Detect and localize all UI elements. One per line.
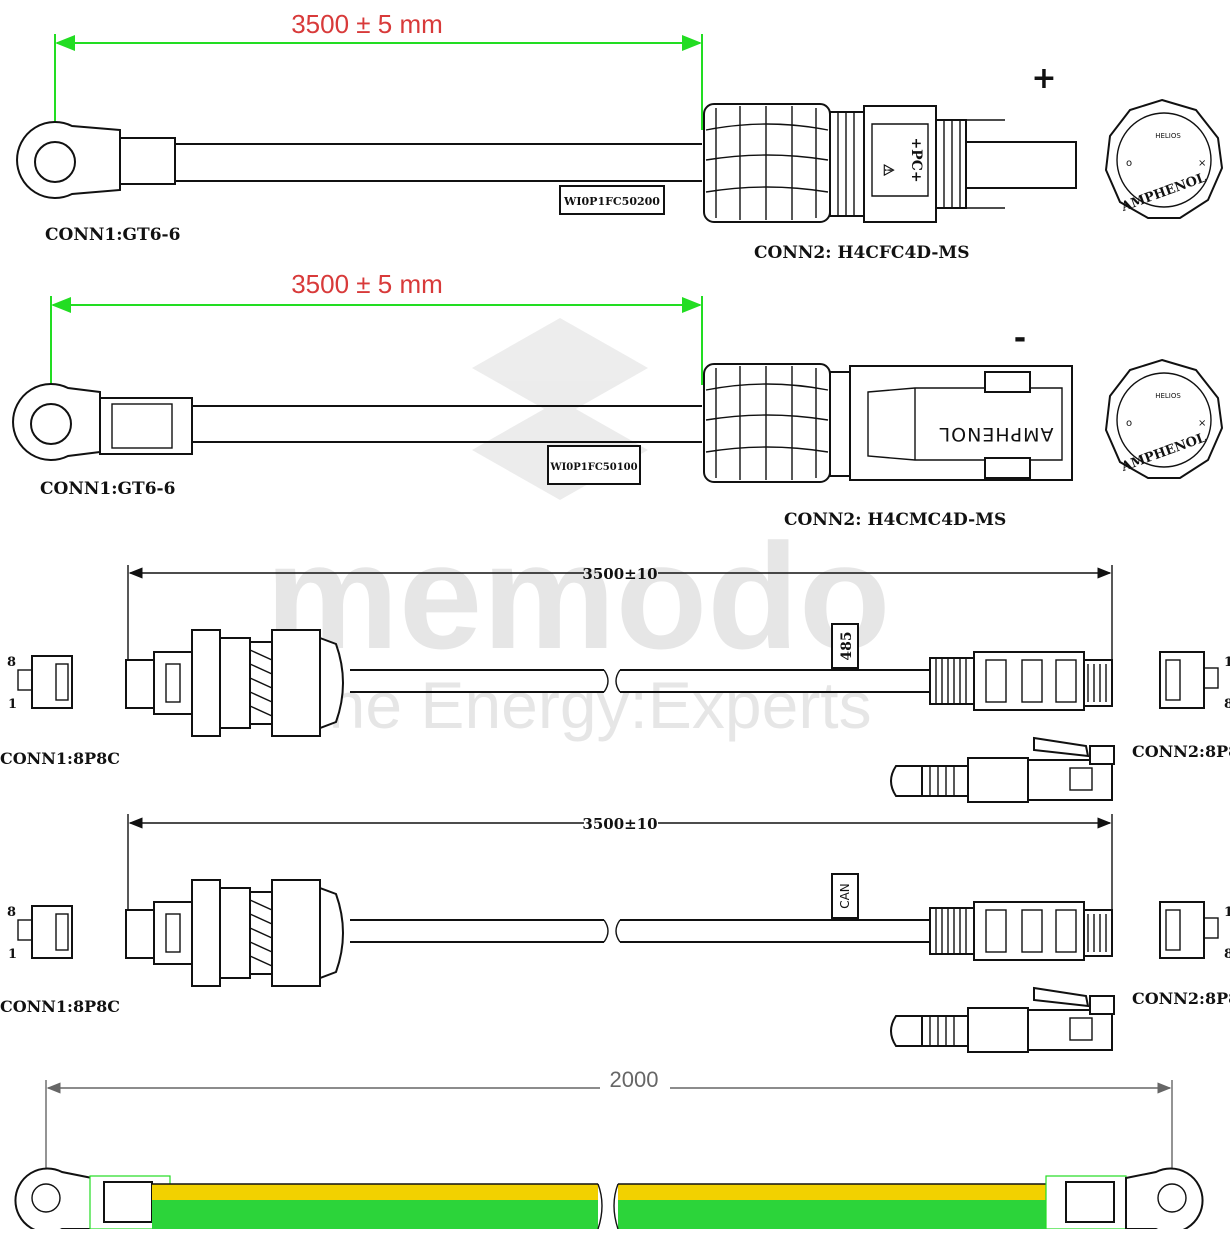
svg-text:485: 485 xyxy=(839,631,855,660)
rj45-bulkhead-connector xyxy=(125,879,344,987)
svg-text:⚠: ⚠ xyxy=(880,164,896,177)
conn2-label: CONN2:8P8C xyxy=(1132,989,1230,1008)
polarity-plus: + xyxy=(1031,61,1056,96)
rj45-plug-side-view xyxy=(890,986,1115,1053)
ring-terminal-left xyxy=(14,1167,171,1233)
svg-text:WI0P1FC50100: WI0P1FC50100 xyxy=(549,462,637,473)
dimension-label: 2000 xyxy=(610,1067,659,1092)
conn2-label: CONN2: H4CMC4D-MS xyxy=(784,510,1006,530)
svg-text:1: 1 xyxy=(1224,905,1230,920)
ring-terminal-right xyxy=(1045,1167,1204,1233)
conn2-label: CONN2:8P8C xyxy=(1132,742,1230,761)
svg-text:8: 8 xyxy=(1224,947,1230,962)
svg-text:8: 8 xyxy=(7,655,16,670)
dimension-label: 3500 ± 5 mm xyxy=(291,9,443,39)
cable-break xyxy=(603,669,621,693)
svg-text:HELIOS: HELIOS xyxy=(1155,132,1181,140)
conn2-label: CONN2: H4CFC4D-MS xyxy=(754,243,970,263)
rj45-bulkhead-connector xyxy=(125,629,344,737)
polarity-minus: - xyxy=(1014,321,1026,356)
cable-5-earth: 2000 xyxy=(14,1067,1204,1233)
watermark-tagline: The Energy:Experts xyxy=(288,668,871,742)
conn1-label: CONN1:8P8C xyxy=(0,749,120,768)
svg-text:HELIOS: HELIOS xyxy=(1155,392,1181,400)
cable-tag: 485 xyxy=(831,623,859,669)
cable-1-positive: 3500 ± 5 mm + WI0P1FC50200 xyxy=(16,9,1224,263)
rj45-pinout-right: 1 8 xyxy=(1159,901,1230,962)
earth-wire xyxy=(152,1183,1046,1230)
cable-break xyxy=(603,919,621,943)
svg-text:1: 1 xyxy=(8,947,17,962)
dust-cap-end-view: HELIOS AMPHENOL o × xyxy=(1104,358,1224,479)
svg-text:1: 1 xyxy=(8,697,17,712)
cable-break xyxy=(597,1183,619,1230)
svg-text:1: 1 xyxy=(1224,655,1230,670)
svg-text:8: 8 xyxy=(7,905,16,920)
dimension-label: 3500±10 xyxy=(582,565,657,583)
rj45-pinout-right: 1 8 xyxy=(1159,651,1230,712)
cable-2-negative: 3500 ± 5 mm - WI0P1FC50100 xyxy=(12,269,1224,530)
dust-cap-end-view: HELIOS AMPHENOL o × xyxy=(1104,98,1224,219)
cable-3-rs485: 3500±10 8 1 CONN1:8P8C 48 xyxy=(0,565,1230,803)
svg-text:×: × xyxy=(1198,418,1206,429)
ring-terminal xyxy=(16,121,176,199)
cable-tag: WI0P1FC50100 xyxy=(547,445,641,485)
conn1-label: CONN1:GT6-6 xyxy=(45,225,180,245)
svg-text:o: o xyxy=(1126,418,1132,429)
cable-4-can: 3500±10 8 1 CONN1:8P8C CAN xyxy=(0,814,1230,1053)
watermark: memodo The Energy:Experts xyxy=(265,318,891,742)
mc4-female-connector: +PC+ ⚠ xyxy=(703,103,1077,223)
svg-text:8: 8 xyxy=(1224,697,1230,712)
rj45-plug-right xyxy=(929,651,1113,711)
rj45-pinout-left: 8 1 xyxy=(7,655,73,712)
svg-text:CAN: CAN xyxy=(838,883,852,909)
rj45-plug-right xyxy=(929,901,1113,961)
rj45-pinout-left: 8 1 xyxy=(7,905,73,962)
watermark-brand: memodo xyxy=(265,512,890,680)
svg-text:×: × xyxy=(1198,158,1206,169)
conn1-label: CONN1:GT6-6 xyxy=(40,479,175,499)
cable-tag: CAN xyxy=(831,873,859,919)
dimension-label: 3500±10 xyxy=(582,815,657,833)
mc4-male-connector: AMPHENOL xyxy=(703,363,1073,483)
dimension-label: 3500 ± 5 mm xyxy=(291,269,443,299)
rj45-plug-side-view xyxy=(890,736,1115,803)
svg-text:WI0P1FC50200: WI0P1FC50200 xyxy=(563,195,660,208)
housing-mark: +PC+ xyxy=(908,137,924,182)
ring-terminal xyxy=(12,383,193,461)
cable-tag: WI0P1FC50200 xyxy=(559,185,665,215)
svg-text:o: o xyxy=(1126,158,1132,169)
conn1-label: CONN1:8P8C xyxy=(0,997,120,1016)
housing-brand: AMPHENOL xyxy=(939,423,1054,445)
